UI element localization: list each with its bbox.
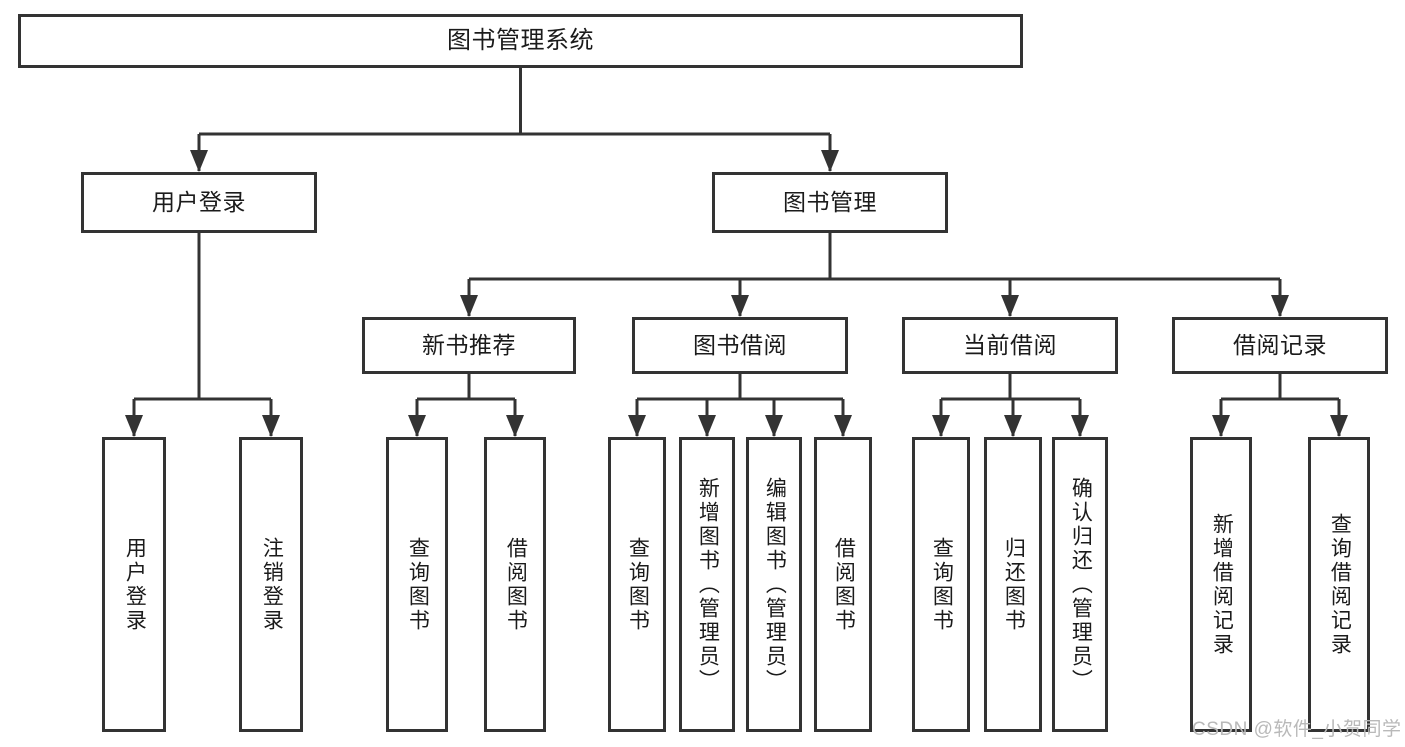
node-label-leaf-query-book-2: 查询图书 [626,536,650,633]
node-borrow-record[interactable]: 借阅记录 [1172,317,1388,374]
node-leaf-confirm-return[interactable]: 确认归还（管理员） [1052,437,1108,732]
node-label-leaf-user-logout: 注销登录 [260,536,284,633]
node-label-user-login: 用户登录 [152,188,246,215]
node-label-current-borrow: 当前借阅 [963,331,1057,358]
node-label-borrow-record: 借阅记录 [1233,331,1327,358]
node-label-new-book-rec: 新书推荐 [422,331,516,358]
node-leaf-add-record[interactable]: 新增借阅记录 [1190,437,1252,732]
node-leaf-query-book-2[interactable]: 查询图书 [608,437,666,732]
watermark-label: CSDN @软件_小贺同学 [1192,719,1402,740]
node-label-leaf-return-book: 归还图书 [1002,536,1026,633]
node-leaf-query-book-1[interactable]: 查询图书 [386,437,448,732]
node-book-borrow[interactable]: 图书借阅 [632,317,848,374]
node-label-leaf-query-book-3: 查询图书 [930,536,954,633]
node-root[interactable]: 图书管理系统 [18,14,1023,68]
node-label-leaf-edit-book: 编辑图书（管理员） [763,476,787,693]
node-label-root: 图书管理系统 [447,26,594,54]
node-label-leaf-confirm-return: 确认归还（管理员） [1069,476,1093,693]
node-book-manage[interactable]: 图书管理 [712,172,948,233]
node-leaf-add-book[interactable]: 新增图书（管理员） [679,437,735,732]
node-leaf-edit-book[interactable]: 编辑图书（管理员） [746,437,802,732]
node-label-leaf-user-login: 用户登录 [123,536,147,633]
node-leaf-user-login[interactable]: 用户登录 [102,437,166,732]
node-user-login[interactable]: 用户登录 [81,172,317,233]
node-leaf-return-book[interactable]: 归还图书 [984,437,1042,732]
node-label-leaf-borrow-book-2: 借阅图书 [832,536,856,633]
node-leaf-borrow-book-1[interactable]: 借阅图书 [484,437,546,732]
node-new-book-rec[interactable]: 新书推荐 [362,317,576,374]
node-label-leaf-query-book-1: 查询图书 [406,536,430,633]
node-current-borrow[interactable]: 当前借阅 [902,317,1118,374]
node-leaf-borrow-book-2[interactable]: 借阅图书 [814,437,872,732]
node-label-leaf-add-record: 新增借阅记录 [1210,512,1234,657]
node-label-book-manage: 图书管理 [783,188,877,215]
node-label-leaf-add-book: 新增图书（管理员） [696,476,720,693]
node-leaf-query-book-3[interactable]: 查询图书 [912,437,970,732]
node-label-book-borrow: 图书借阅 [693,331,787,358]
node-label-leaf-query-record: 查询借阅记录 [1328,512,1352,657]
node-leaf-query-record[interactable]: 查询借阅记录 [1308,437,1370,732]
node-label-leaf-borrow-book-1: 借阅图书 [504,536,528,633]
node-leaf-user-logout[interactable]: 注销登录 [239,437,303,732]
